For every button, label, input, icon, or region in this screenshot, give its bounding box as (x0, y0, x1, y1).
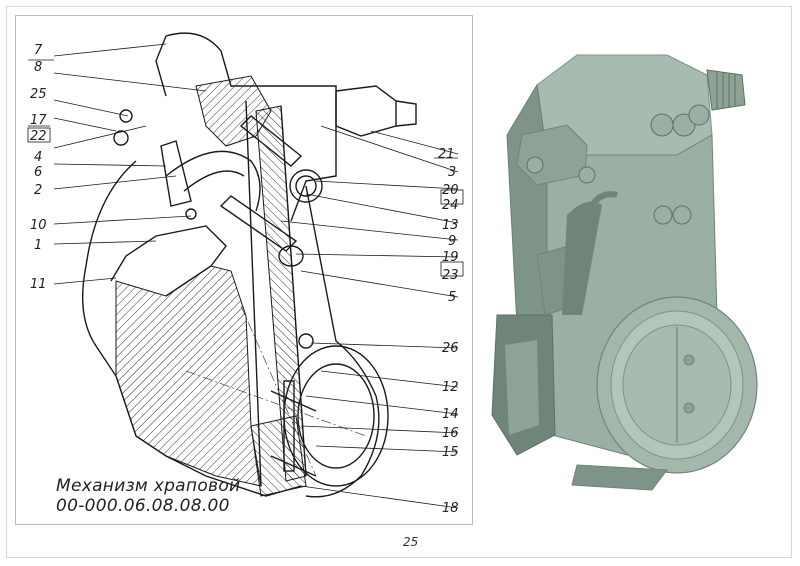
callout-label: 2 (34, 183, 42, 198)
callout-label: 5 (448, 290, 456, 305)
callout-label: 1 (34, 238, 42, 253)
callout-label: 25 (30, 87, 47, 102)
callout-label: 14 (442, 407, 459, 422)
callout-label: 23 (442, 268, 459, 283)
callout-label: 24 (442, 198, 459, 213)
page-sheet: 7 8 25 17 22 4 6 2 10 1 11 21 3 20 24 13… (6, 6, 792, 558)
callout-label: 19 (442, 250, 459, 265)
callout-label: 20 (442, 183, 459, 198)
ratchet-mechanism-drawing: 7 8 25 17 22 4 6 2 10 1 11 21 3 20 24 13… (27, 32, 464, 516)
page-number: 25 (403, 535, 419, 549)
callout-numbers-right: 21 3 20 24 13 9 19 23 5 26 12 14 16 15 1… (438, 147, 459, 516)
callout-label: 8 (34, 60, 42, 75)
callout-label: 22 (30, 129, 47, 144)
callout-label: 4 (34, 150, 42, 165)
callout-label: 10 (30, 218, 47, 233)
drawing-title: Механизм храповой (56, 476, 241, 496)
centerlines (185, 305, 367, 477)
callout-label: 15 (442, 445, 459, 460)
callout-label: 11 (30, 277, 47, 292)
callout-label: 9 (448, 234, 456, 249)
callout-label: 7 (34, 43, 43, 58)
drawing-code: 00-000.06.08.08.00 (56, 496, 230, 516)
callout-numbers-left: 7 8 25 17 22 4 6 2 10 1 11 (30, 43, 47, 292)
leader-lines (27, 43, 464, 509)
callout-label: 26 (442, 341, 459, 356)
technical-drawing-panel: 7 8 25 17 22 4 6 2 10 1 11 21 3 20 24 13… (15, 15, 473, 525)
callout-label: 18 (442, 501, 459, 516)
callout-label: 16 (442, 426, 459, 441)
callout-label: 17 (30, 113, 47, 128)
callout-label: 21 (438, 147, 455, 162)
section-hatching (115, 75, 307, 497)
ratchet-3d-model (491, 54, 758, 491)
callout-label: 3 (448, 165, 456, 180)
callout-label: 13 (442, 218, 459, 233)
callout-label: 6 (34, 165, 42, 180)
callout-label: 12 (442, 380, 459, 395)
3d-model-render (477, 15, 795, 525)
